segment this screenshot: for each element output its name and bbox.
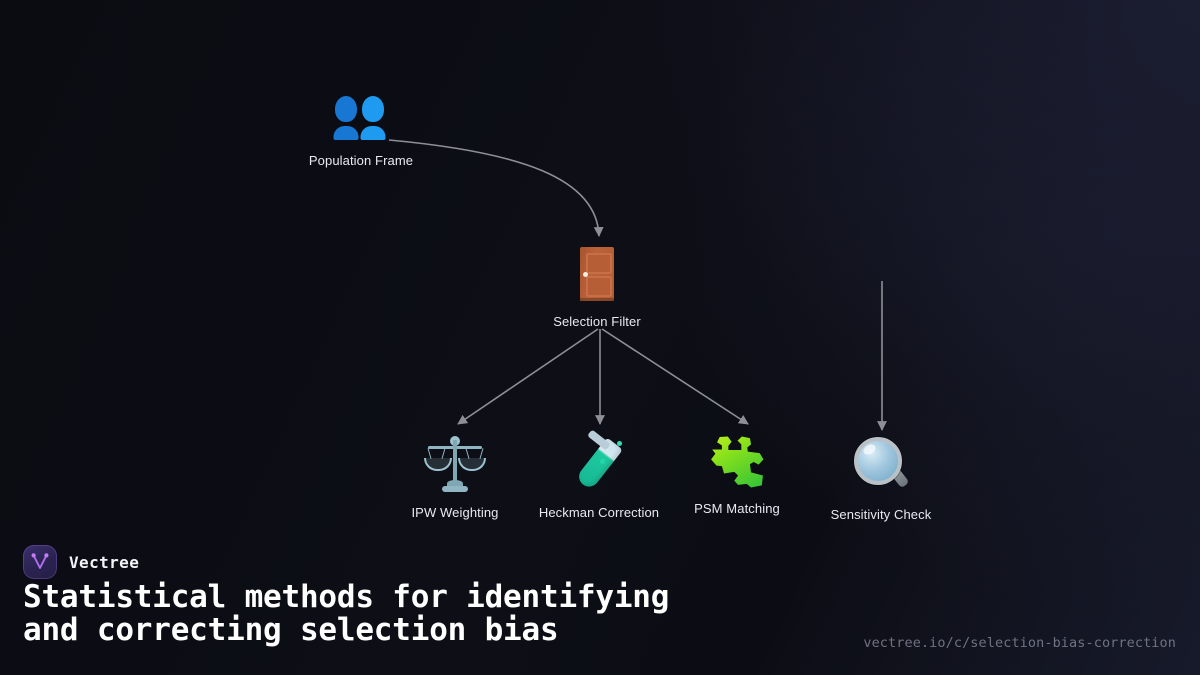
node-label-population-frame: Population Frame <box>308 153 414 168</box>
busts-in-silhouette-icon <box>261 96 461 143</box>
node-label-sensitivity-check: Sensitivity Check <box>830 507 932 522</box>
node-psm-matching[interactable]: PSM Matching <box>637 436 837 516</box>
node-label-heckman-correction: Heckman Correction <box>538 505 660 520</box>
url-label: vectree.io/c/selection-bias-correction <box>863 635 1176 651</box>
node-label-psm-matching: PSM Matching <box>694 501 780 516</box>
node-ipw-weighting[interactable]: IPW Weighting <box>355 436 555 520</box>
vectree-branch-logo-icon <box>23 545 57 579</box>
door-icon <box>497 247 697 304</box>
magnifying-glass-icon <box>781 436 981 497</box>
brand-name: Vectree <box>69 552 140 572</box>
edge-selection-filter-to-psm-matching <box>601 328 749 425</box>
edge-population-frame-to-selection-filter <box>388 139 604 237</box>
node-label-ipw-weighting: IPW Weighting <box>411 505 499 520</box>
edge-selection-filter-to-ipw-weighting <box>457 328 599 425</box>
node-label-selection-filter: Selection Filter <box>553 314 641 329</box>
balance-scale-icon <box>355 436 555 495</box>
headline: Statistical methods for identifying and … <box>23 579 670 649</box>
puzzle-piece-icon <box>637 436 837 491</box>
node-selection-filter[interactable]: Selection Filter <box>497 247 697 329</box>
node-heckman-correction[interactable]: Heckman Correction <box>499 429 699 520</box>
node-sensitivity-check[interactable]: Sensitivity Check <box>781 436 981 522</box>
node-population-frame[interactable]: Population Frame <box>261 96 461 168</box>
brand[interactable]: Vectree <box>23 545 139 579</box>
test-tube-icon <box>499 429 699 495</box>
